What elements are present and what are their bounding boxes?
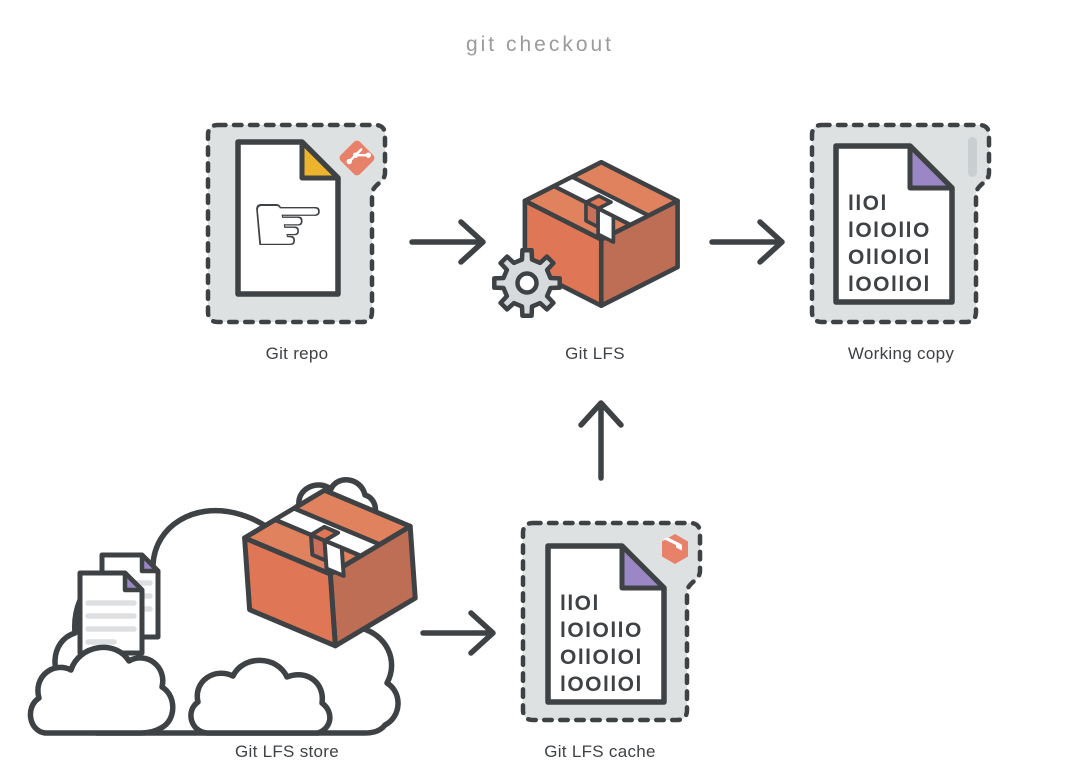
binary-file-icon bbox=[836, 146, 952, 302]
folded-corner-yellow bbox=[299, 139, 341, 181]
binary-file-icon bbox=[548, 546, 664, 702]
arrow-cache-to-lfs bbox=[578, 400, 624, 481]
git-diamond-badge bbox=[339, 140, 375, 176]
pointer-file-icon: ☞ bbox=[235, 139, 341, 297]
working-copy-panel bbox=[812, 125, 989, 322]
document-front bbox=[77, 570, 145, 656]
gear-icon bbox=[492, 248, 562, 318]
cloud-bump-left bbox=[27, 644, 176, 736]
text-lines bbox=[85, 600, 137, 645]
label-git-lfs-store: Git LFS store bbox=[234, 742, 340, 761]
cloud-bump-middle bbox=[188, 657, 333, 736]
arrow-store-to-cache bbox=[420, 610, 496, 656]
git-lfs-cache-panel bbox=[523, 523, 700, 720]
git-badge-diamond bbox=[339, 140, 375, 176]
git-repo-panel: ☞ bbox=[208, 125, 385, 322]
pointing-hand-icon: ☞ bbox=[249, 172, 328, 275]
diagram-title: git checkout bbox=[465, 33, 615, 56]
gray-slot-bar bbox=[968, 137, 977, 177]
label-git-repo: Git repo bbox=[265, 344, 329, 363]
git-lfs-store-illustration bbox=[27, 477, 418, 736]
arrow-lfs-to-working-copy bbox=[709, 219, 785, 265]
arrow-repo-to-lfs bbox=[409, 219, 486, 265]
package-badge-icon bbox=[662, 534, 688, 564]
label-working-copy: Working copy bbox=[847, 344, 955, 363]
label-git-lfs-cache: Git LFS cache bbox=[544, 742, 656, 761]
git-lfs-icon bbox=[492, 162, 677, 318]
label-git-lfs: Git LFS bbox=[565, 344, 625, 363]
